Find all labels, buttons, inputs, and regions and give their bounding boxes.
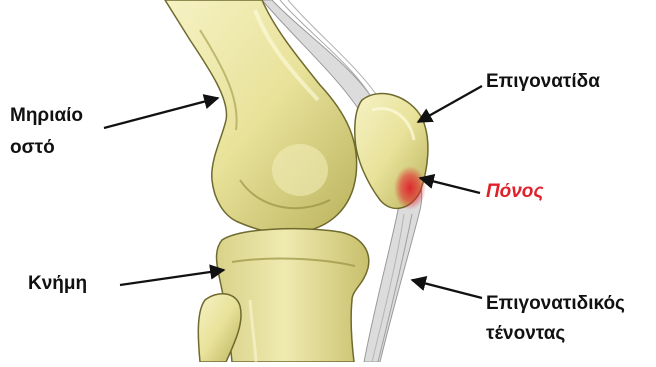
label-tibia: Κνήμη <box>28 272 87 296</box>
label-tendon-line2: τένοντας <box>486 322 565 346</box>
tibia-bone <box>217 229 369 362</box>
tibia-pointer-arrow <box>120 270 224 285</box>
pain-highlight <box>394 166 426 210</box>
femur-pointer-arrow <box>104 98 218 128</box>
label-tendon-line1: Επιγονατιδικός <box>486 292 625 316</box>
patella-pointer-arrow <box>418 86 482 122</box>
label-patella: Επιγονατίδα <box>486 70 600 94</box>
pain-pointer-arrow <box>420 178 480 193</box>
femur-bone <box>165 0 357 233</box>
label-pain: Πόνος <box>486 180 544 204</box>
tendon-pointer-arrow <box>412 280 482 298</box>
label-femur-line2: οστό <box>10 136 55 160</box>
label-femur-line1: Μηριαίο <box>10 104 83 128</box>
